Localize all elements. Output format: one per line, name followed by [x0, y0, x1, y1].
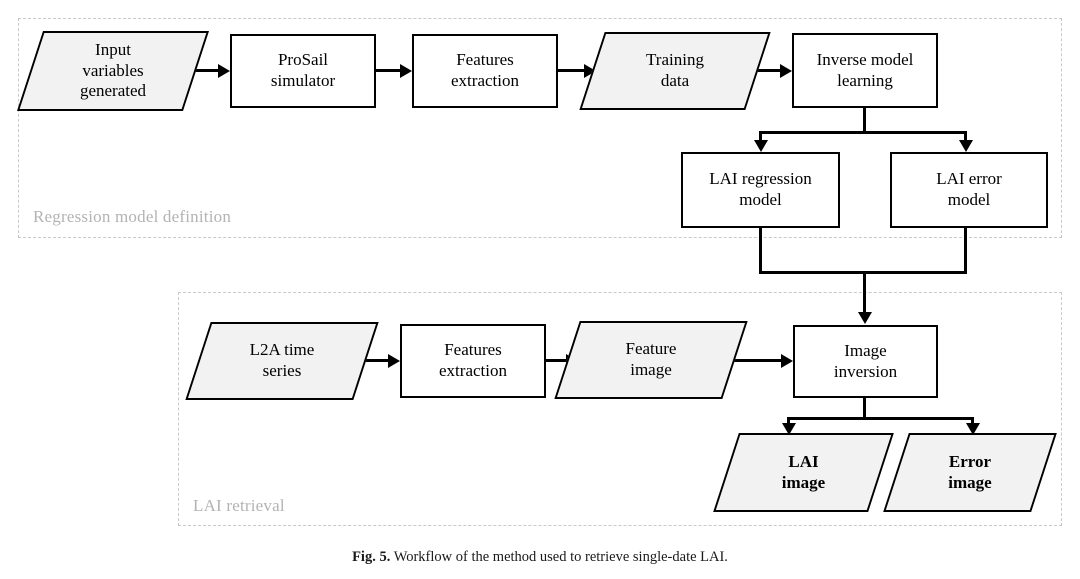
- connector-bus-to-error-image: [971, 417, 974, 426]
- connector-features-to-feature-image: [546, 359, 572, 362]
- connector-inversion-down: [863, 398, 866, 420]
- group-regression-model-definition: [18, 18, 1062, 238]
- group-lai-retrieval: [178, 292, 1062, 526]
- node-lai-regression-model[interactable]: LAI regression model: [681, 152, 840, 228]
- connector-lai-regression-down: [759, 228, 762, 273]
- connector-bus-to-lai-regression: [759, 131, 762, 143]
- arrowhead-input-to-prosail: [218, 63, 230, 78]
- connector-lai-error-down: [964, 228, 967, 273]
- node-label-lai-error-model: LAI error model: [936, 169, 1002, 209]
- figure-caption: Fig. 5. Workflow of the method used to r…: [0, 549, 1080, 566]
- node-error-image[interactable]: Error image: [883, 433, 1057, 512]
- connector-bus-to-lai-error: [964, 131, 967, 143]
- node-l2a-time-series[interactable]: L2A time series: [185, 322, 379, 400]
- connector-training-to-inverse: [752, 69, 784, 72]
- arrowhead-l2a-to-features: [388, 353, 400, 368]
- node-feature-image[interactable]: Feature image: [554, 321, 748, 399]
- arrowhead-feature-image-to-inversion: [781, 353, 793, 368]
- node-features-extraction-bottom[interactable]: Features extraction: [400, 324, 546, 398]
- connector-merge-to-image-inversion: [863, 271, 866, 314]
- arrowhead-prosail-to-features: [400, 63, 412, 78]
- node-input-variables-generated[interactable]: Input variables generated: [17, 31, 209, 111]
- node-label-prosail-simulator: ProSail simulator: [270, 50, 336, 90]
- node-prosail-simulator[interactable]: ProSail simulator: [230, 34, 376, 108]
- node-label-error-image: Error image: [948, 451, 992, 492]
- connector-feature-image-to-inversion: [727, 359, 783, 362]
- figure-caption-number: Fig. 5.: [352, 549, 391, 565]
- arrowhead-to-lai-regression: [753, 140, 768, 152]
- node-training-data[interactable]: Training data: [579, 32, 771, 110]
- node-label-lai-regression-model: LAI regression model: [709, 169, 812, 209]
- node-label-feature-image: Feature image: [625, 339, 677, 379]
- node-image-inversion[interactable]: Image inversion: [793, 325, 938, 398]
- arrowhead-to-lai-image: [781, 423, 796, 435]
- arrowhead-to-image-inversion: [857, 312, 872, 324]
- arrowhead-to-lai-error: [958, 140, 973, 152]
- connector-bus-to-lai-image: [787, 417, 790, 426]
- node-label-features-extraction-bottom: Features extraction: [439, 340, 507, 380]
- arrowhead-to-error-image: [965, 423, 980, 435]
- node-inverse-model-learning[interactable]: Inverse model learning: [792, 33, 938, 108]
- group-label-lai-retrieval: LAI retrieval: [193, 496, 285, 515]
- connector-features-to-training: [558, 69, 590, 72]
- node-label-input-variables-generated: Input variables generated: [79, 39, 147, 101]
- connector-prosail-to-features: [376, 69, 404, 72]
- connector-output-split-bus: [787, 417, 974, 420]
- connector-l2a-to-features: [358, 359, 392, 362]
- connector-input-to-prosail: [186, 69, 220, 72]
- node-lai-error-model[interactable]: LAI error model: [890, 152, 1048, 228]
- node-label-inverse-model-learning: Inverse model learning: [816, 49, 914, 90]
- group-label-regression-model-definition: Regression model definition: [33, 207, 232, 226]
- connector-inverse-split-bus: [759, 131, 967, 134]
- arrowhead-training-to-inverse: [780, 63, 792, 78]
- node-label-features-extraction-top: Features extraction: [451, 50, 519, 90]
- node-features-extraction-top[interactable]: Features extraction: [412, 34, 558, 108]
- node-label-training-data: Training data: [646, 50, 704, 90]
- node-label-image-inversion: Image inversion: [833, 340, 898, 381]
- node-label-lai-image: LAI image: [781, 451, 826, 492]
- node-lai-image[interactable]: LAI image: [713, 433, 894, 512]
- figure-caption-text: Workflow of the method used to retrieve …: [390, 549, 728, 565]
- node-label-l2a-time-series: L2A time series: [249, 340, 315, 380]
- connector-inverse-down: [863, 108, 866, 134]
